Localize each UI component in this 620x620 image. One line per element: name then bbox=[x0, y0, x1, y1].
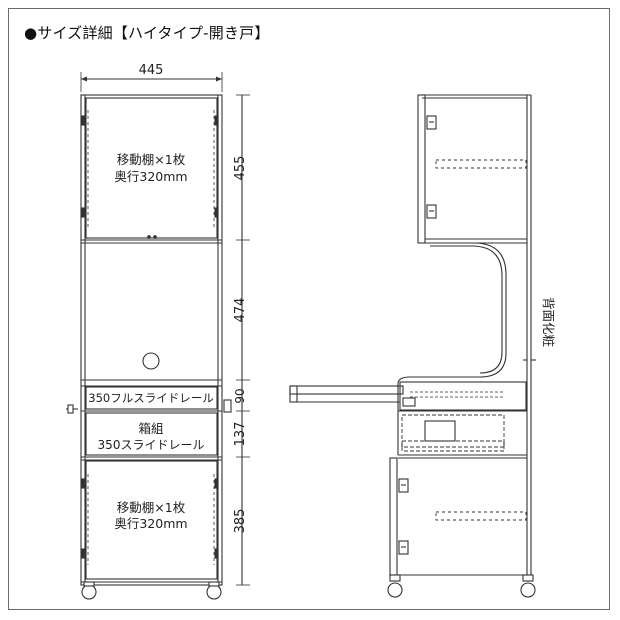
front-view bbox=[66, 72, 250, 600]
box-label: 箱組 bbox=[138, 421, 163, 436]
pulled-slide-tray bbox=[289, 385, 404, 395]
side-view bbox=[289, 94, 536, 598]
drawer-box bbox=[85, 412, 218, 456]
middle-height-label: 474 bbox=[233, 298, 248, 323]
side-caster-back bbox=[520, 582, 536, 598]
image-frame bbox=[8, 8, 610, 610]
lower-height-label: 385 bbox=[233, 509, 248, 534]
upper-shelf-label: 移動棚×1枚 bbox=[117, 152, 186, 167]
page-title: ●サイズ詳細【ハイタイプ-開き戸】 bbox=[24, 24, 270, 42]
side-profile-curve bbox=[397, 242, 507, 455]
caster-left bbox=[81, 584, 97, 600]
upper-shelf-depth-label: 奥行320mm bbox=[114, 169, 187, 184]
side-lower-door bbox=[389, 457, 398, 576]
side-drawer-box bbox=[401, 414, 505, 452]
caster-right bbox=[206, 584, 222, 600]
upper-height-label: 455 bbox=[233, 156, 248, 181]
slide-rail-tray bbox=[85, 386, 218, 410]
width-label: 445 bbox=[139, 63, 164, 78]
slide-rail-label: 350スライドレール bbox=[98, 438, 205, 452]
side-caster-front bbox=[387, 582, 403, 598]
cord-hole bbox=[142, 352, 160, 370]
cabinet-outline bbox=[80, 94, 223, 586]
lower-shelf-label: 移動棚×1枚 bbox=[117, 500, 186, 515]
full-slide-rail-label: 350フルスライドレール bbox=[88, 391, 213, 405]
rail-height-label: 90 bbox=[233, 388, 247, 403]
drawer-height-label: 137 bbox=[233, 422, 248, 447]
back-finish-label: 背面化粧 bbox=[541, 297, 556, 347]
upper-door bbox=[85, 97, 218, 239]
lower-shelf-depth-label: 奥行320mm bbox=[114, 516, 187, 531]
side-upper-door bbox=[417, 94, 426, 244]
lower-door bbox=[85, 460, 218, 580]
